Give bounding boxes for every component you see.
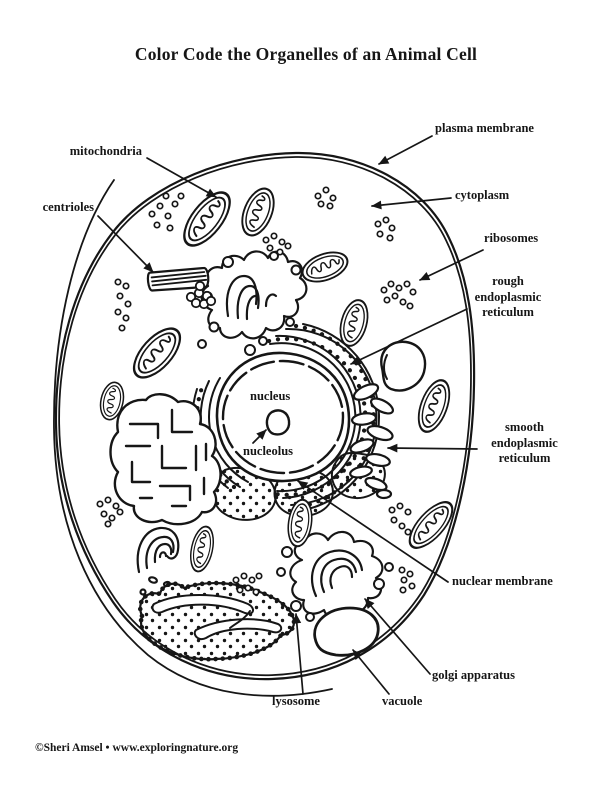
lysosome-shape [138,580,297,662]
arrow-lysosome [292,613,304,695]
label-smooth-er: smooth endoplasmic reticulum [491,420,558,465]
arrow-plasma-membrane [378,135,433,165]
arrow-smooth-er [387,443,478,453]
centrioles-shape [146,266,217,310]
label-ribosomes: ribosomes [484,231,539,245]
arrow-cytoplasm [371,197,452,210]
label-cytoplasm: cytoplasm [455,188,510,202]
arrow-golgi-apparatus [364,598,431,675]
label-mitochondria: mitochondria [69,144,142,158]
label-nucleolus: nucleolus [243,444,294,458]
credit-line: ©Sheri Amsel • www.exploringnature.org [35,742,239,754]
label-nucleus: nucleus [250,389,291,403]
label-centrioles: centrioles [42,200,94,214]
arrow-ribosomes [419,249,484,281]
label-vacuole: vacuole [382,694,423,708]
arrow-centrioles [97,215,154,273]
label-golgi-apparatus: golgi apparatus [432,668,516,682]
arrow-nucleolus [252,429,267,444]
nucleus-shape [215,351,351,483]
arrow-mitochondria [146,157,217,198]
plasma-membrane-shape [53,151,476,697]
arrow-rough-er [350,308,468,365]
smooth-er-left-shape [109,393,222,526]
small-er-fold-shape [136,526,180,596]
vesicle-shape [380,340,427,392]
label-rough-er: rough endoplasmic reticulum [474,274,542,319]
label-nuclear-membrane: nuclear membrane [452,574,553,588]
smooth-er-shape [349,383,395,500]
golgi-apparatus-shape [276,530,394,622]
label-arrows [97,135,484,695]
label-plasma-membrane: plasma membrane [435,121,534,135]
ribosome-dots [96,186,417,596]
nucleolus-shape [265,409,291,436]
vacuole-shape [313,606,380,657]
page-title: Color Code the Organelles of an Animal C… [134,44,478,64]
golgi-body-top-shape [197,250,308,356]
label-lysosome: lysosome [272,694,320,708]
arrow-nuclear-membrane [297,480,449,583]
arrow-vacuole [352,649,390,695]
